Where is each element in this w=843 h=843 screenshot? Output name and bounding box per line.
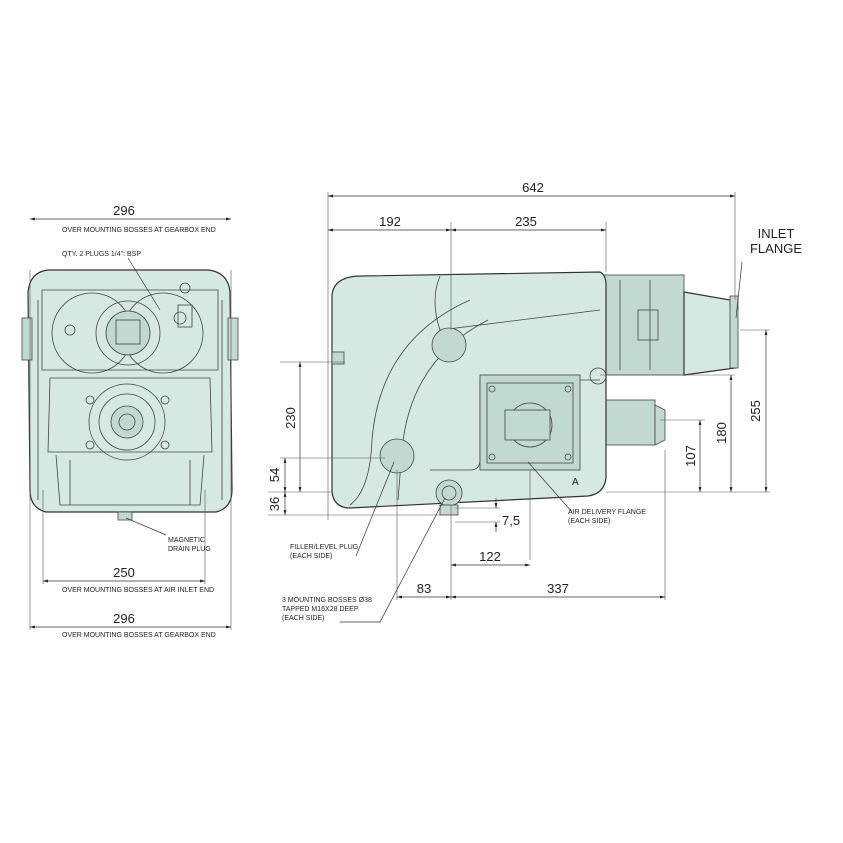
front-note-drain: DRAIN PLUG — [168, 546, 211, 553]
mounting-boss — [435, 479, 463, 507]
front-right-flange — [227, 317, 239, 361]
label-inlet-line2: FLANGE — [750, 241, 802, 256]
label-a: A — [572, 477, 579, 488]
dim-overall-length: 642 — [522, 180, 544, 195]
side-dimensions — [268, 192, 770, 623]
front-left-flange — [21, 317, 33, 361]
front-dim-top-width: 296 — [113, 203, 135, 218]
inlet-housing — [601, 274, 685, 376]
inlet-flange — [683, 291, 736, 376]
dim-54: 54 — [267, 468, 282, 482]
front-note-top: OVER MOUNTING BOSSES AT GEARBOX END — [62, 227, 216, 234]
front-note-mid: OVER MOUNTING BOSSES AT AIR INLET END — [62, 587, 214, 594]
dim-7-5: 7,5 — [502, 513, 520, 528]
dim-192: 192 — [379, 214, 401, 229]
dim-337: 337 — [547, 581, 569, 596]
front-dimensions — [29, 217, 232, 630]
dim-122: 122 — [479, 549, 501, 564]
note-bosses-line2: TAPPED M16X28 DEEP — [282, 606, 359, 613]
filler-plug — [379, 438, 415, 474]
front-view — [21, 269, 239, 521]
note-air-delivery-line1: AIR DELIVERY FLANGE — [568, 509, 646, 516]
dim-255: 255 — [748, 400, 763, 422]
side-view — [331, 271, 739, 516]
front-note-plugs: QTY. 2 PLUGS 1/4": BSP — [62, 251, 141, 258]
dim-180: 180 — [714, 422, 729, 444]
note-air-delivery-line2: (EACH SIDE) — [568, 518, 610, 525]
dim-107: 107 — [683, 445, 698, 467]
note-filler-line1: FILLER/LEVEL PLUG — [290, 544, 358, 551]
dim-83: 83 — [417, 581, 431, 596]
upper-boss — [431, 327, 467, 363]
front-dim-bottom-width: 296 — [113, 611, 135, 626]
note-bosses-line3: (EACH SIDE) — [282, 615, 324, 622]
label-inlet-line1: INLET — [758, 226, 795, 241]
dim-36: 36 — [267, 497, 282, 511]
dim-235: 235 — [515, 214, 537, 229]
dim-230: 230 — [283, 407, 298, 429]
drain-plug — [117, 511, 133, 521]
front-dim-mid-width: 250 — [113, 565, 135, 580]
front-note-magnetic: MAGNETIC — [168, 537, 205, 544]
front-note-bottom: OVER MOUNTING BOSSES AT GEARBOX END — [62, 632, 216, 639]
front-casing — [27, 269, 233, 513]
note-bosses-line1: 3 MOUNTING BOSSES Ø38 — [282, 597, 372, 604]
note-filler-line2: (EACH SIDE) — [290, 553, 332, 560]
